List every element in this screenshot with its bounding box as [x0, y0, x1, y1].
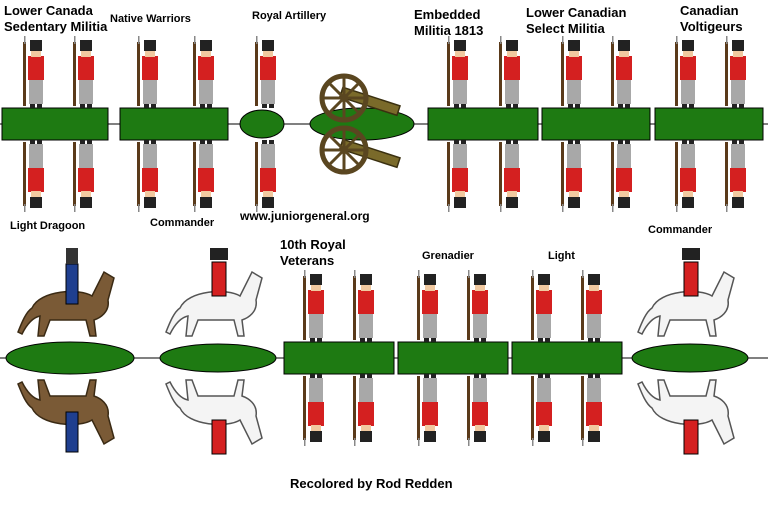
top-row-mirrored-figures — [23, 140, 746, 212]
bottom-row-bases — [5, 341, 749, 375]
label-veterans-line1: 10th Royal — [280, 237, 346, 252]
commander-left-figure — [165, 248, 263, 337]
veterans-figures — [303, 270, 374, 342]
label-website: www.juniorgeneral.org — [240, 209, 370, 223]
light-dragoon-figure — [17, 248, 115, 337]
grenadier-figures — [417, 270, 488, 342]
commander-right-figure — [637, 248, 735, 337]
label-native-warriors: Native Warriors — [110, 13, 191, 25]
label-embedded-line2: Militia 1813 — [414, 23, 484, 38]
label-light: Light — [548, 250, 575, 262]
label-select-militia-line1: Lower Canadian — [526, 5, 627, 20]
label-embedded-line1: Embedded — [414, 7, 481, 22]
label-grenadier: Grenadier — [422, 250, 474, 262]
label-credit: Recolored by Rod Redden — [290, 476, 453, 491]
royal-artillery-gunner — [255, 36, 276, 108]
bottom-row-mirrored-figures — [17, 374, 735, 455]
label-voltigeurs-line2: Voltigeurs — [680, 19, 743, 34]
label-light-dragoon: Light Dragoon — [10, 220, 86, 232]
light-company-figures — [531, 270, 602, 342]
label-lower-canada-line2: Sedentary Militia — [4, 19, 108, 34]
sedentary-militia-figures — [23, 36, 94, 108]
native-warrior-figures — [137, 36, 214, 108]
label-select-militia-line2: Select Militia — [526, 21, 605, 36]
label-lower-canada-line1: Lower Canada — [4, 3, 93, 18]
label-voltigeurs-line1: Canadian — [680, 3, 739, 18]
embedded-militia-figures — [447, 36, 520, 108]
label-commander-right: Commander — [648, 224, 713, 236]
top-row-bases — [1, 107, 764, 141]
voltigeur-figures — [675, 36, 746, 108]
label-veterans-line2: Veterans — [280, 253, 335, 268]
label-royal-artillery: Royal Artillery — [252, 10, 327, 22]
label-commander-left: Commander — [150, 217, 215, 229]
select-militia-figures — [561, 36, 632, 108]
